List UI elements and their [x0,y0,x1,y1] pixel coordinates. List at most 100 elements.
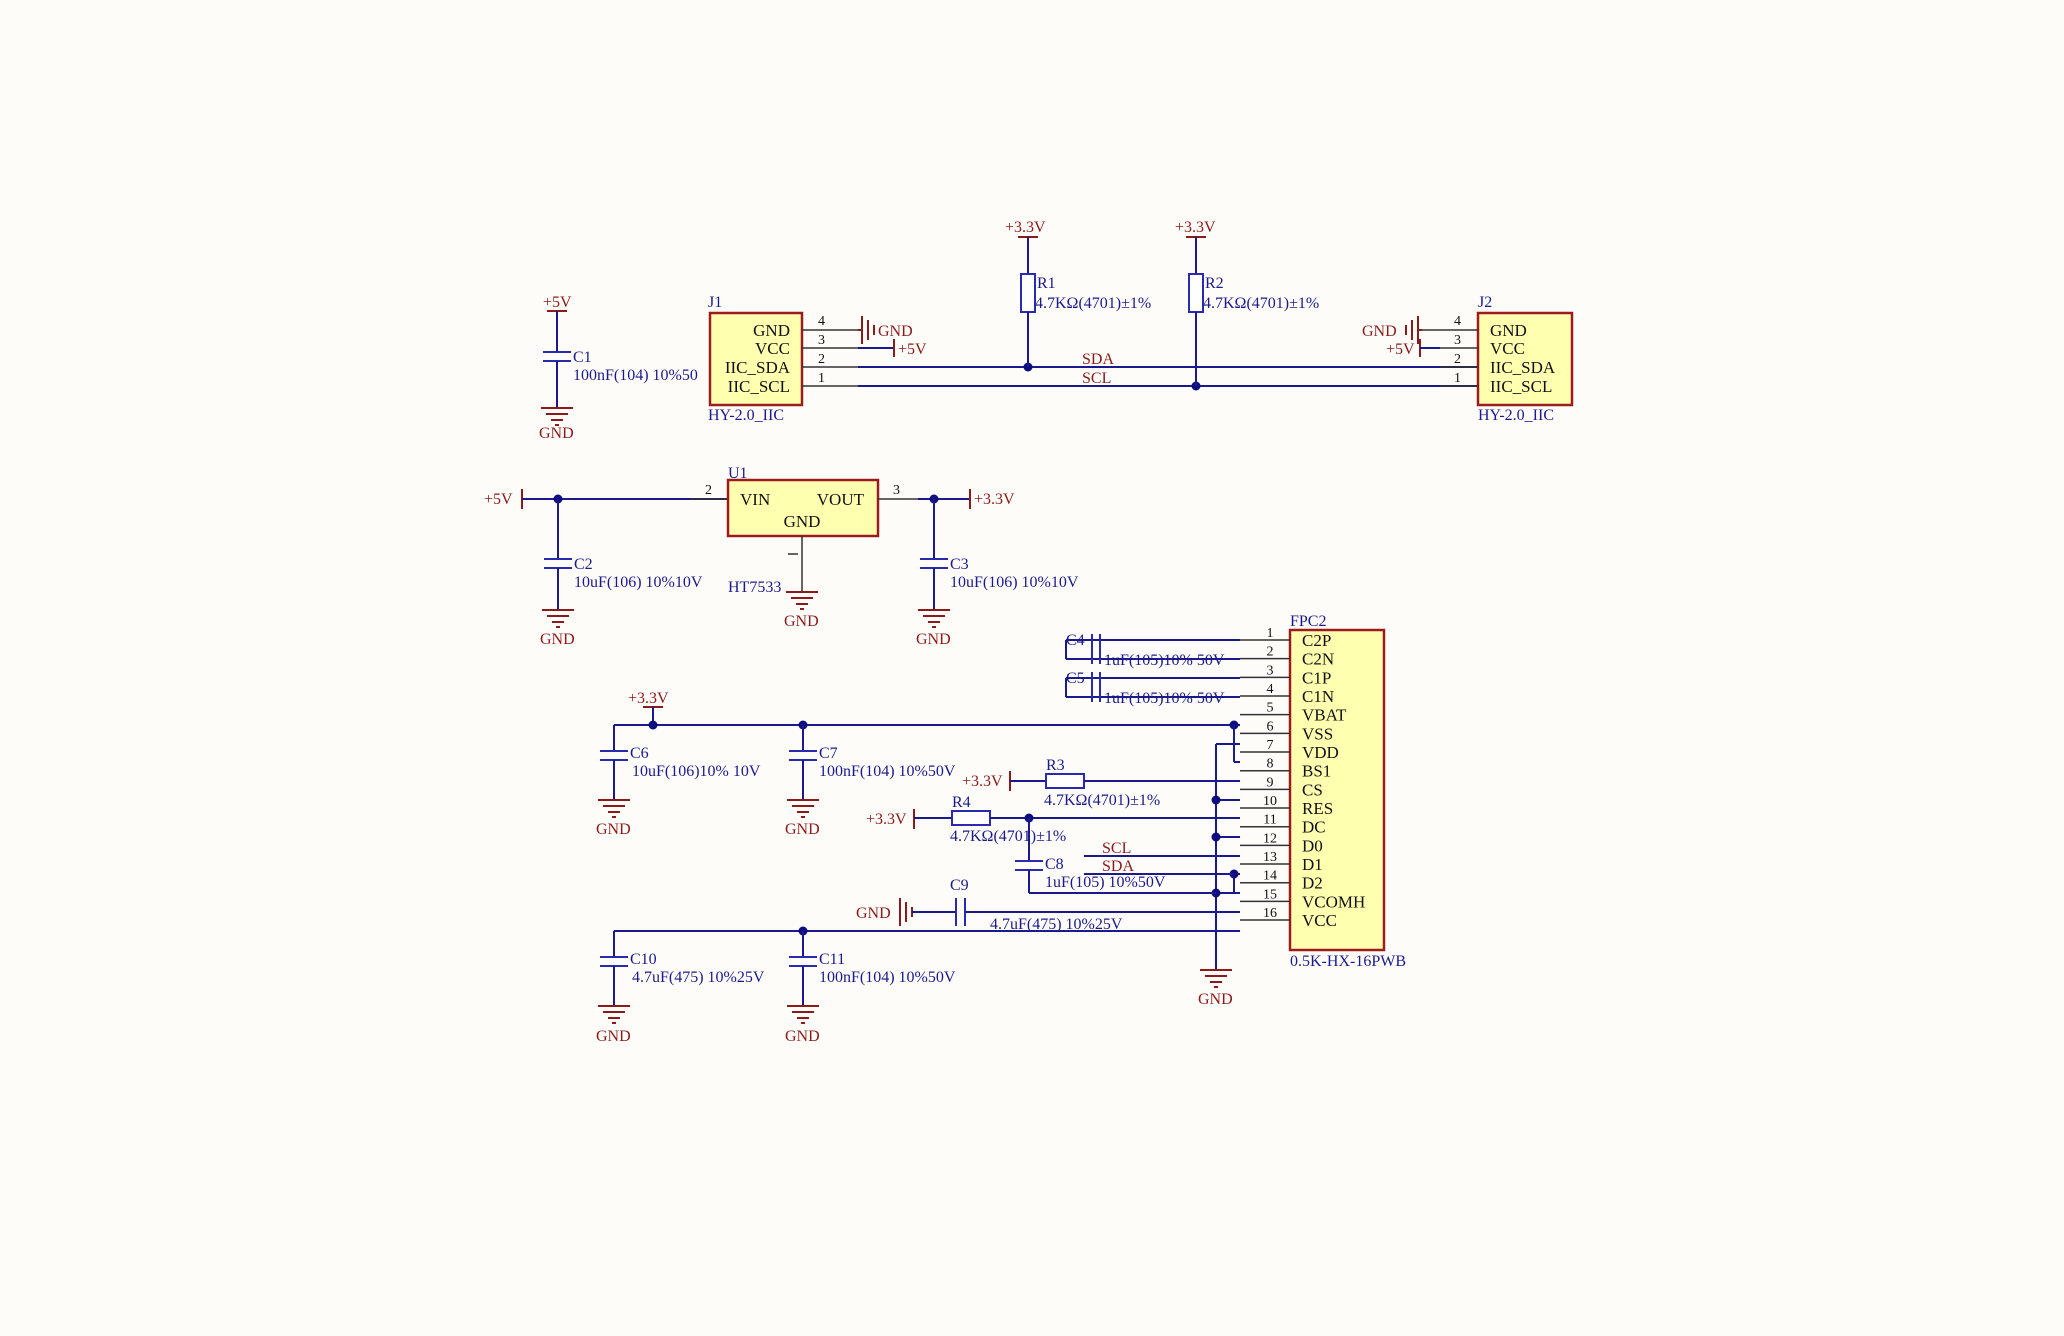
c10-gnd-label: GND [596,1028,631,1045]
capacitor-c3: GND C3 10uF(106) 10%10V [916,499,1079,648]
c11-gnd-label: GND [785,1028,820,1045]
fpc2-ref: FPC2 [1290,613,1326,630]
connector-j1: J1 GND VCC IIC_SDA IIC_SCL 4 3 2 1 HY-2.… [708,294,927,424]
j2-pin-gnd: GND [1490,321,1527,340]
j1-5v-label: +5V [898,341,927,358]
fpc2-pin-num: 9 [1267,775,1274,790]
c10-ref: C10 [630,951,657,968]
r3-3v3-label: +3.3V [962,773,1003,790]
j2-pin-num-3: 3 [1454,333,1461,348]
c7-ref: C7 [819,745,838,762]
r4-3v3-label: +3.3V [866,811,907,828]
j1-pin-scl: IIC_SCL [728,377,790,396]
u1-pin-vout: VOUT [817,490,865,509]
c2-value: 10uF(106) 10%10V [574,574,703,591]
fpc2-pin-name: D2 [1302,874,1323,893]
r1-3v3-label: +3.3V [1005,219,1046,236]
power-label-gnd: GND [539,425,574,442]
fpc2-pin-name: VDD [1302,743,1339,762]
fpc2-pin-name: D0 [1302,836,1323,855]
fpc2-pin-name: VSS [1302,724,1333,743]
ground-bus: GND [1198,743,1240,1008]
j1-pin-sda: IIC_SDA [725,358,791,377]
ground-symbol [786,591,818,610]
fpc2-pin-num: 16 [1263,906,1277,921]
r3-value: 4.7KΩ(4701)±1% [1044,792,1160,809]
fpc2-pin-name: VCC [1302,911,1337,930]
capacitor-c5: C5 1uF(105)10% 50V [1065,670,1240,707]
fpc2-pin-num: 5 [1267,701,1274,716]
c2-ref: C2 [574,556,593,573]
r2-ref: R2 [1205,275,1224,292]
c9-ref: C9 [950,877,969,894]
u1-pin-vin: VIN [740,490,770,509]
c10-value: 4.7uF(475) 10%25V [632,969,765,986]
c6-value: 10uF(106)10% 10V [632,763,761,780]
j2-gnd-label: GND [1362,323,1397,340]
capacitor-c11: GND C11 100nF(104) 10%50V [785,931,956,1045]
capacitor-c9: GND C9 4.7uF(475) 10%25V [856,877,1240,933]
u1-pin-num-vout: 3 [893,483,900,498]
fpc2-footprint: 0.5K-HX-16PWB [1290,953,1406,970]
j1-pin-vcc: VCC [755,339,790,358]
c11-value: 100nF(104) 10%50V [819,969,956,986]
r1-value: 4.7KΩ(4701)±1% [1035,295,1151,312]
c4-value: 1uF(105)10% 50V [1104,652,1225,669]
r4-value: 4.7KΩ(4701)±1% [950,828,1066,845]
c3-gnd-label: GND [916,631,951,648]
ground-symbol [787,1005,819,1024]
j2-pin-num-4: 4 [1454,314,1461,329]
c4-ref: C4 [1066,632,1085,649]
fpc2-pin-name: DC [1302,818,1326,837]
regulator-u1: +5V 2 U1 VIN VOUT GND 3 +3.3V GND HT7533 [484,465,1015,630]
j2-pin-vcc: VCC [1490,339,1525,358]
capacitor-c8: C8 1uF(105) 10%50V [1015,818,1216,894]
ground-symbol [787,799,819,818]
d1-net-sda: SDA [1102,858,1134,875]
resistor-r1: +3.3V R1 4.7KΩ(4701)±1% [1005,219,1151,367]
c6-ref: C6 [630,745,649,762]
fpc2-pin-num: 13 [1263,850,1277,865]
j2-footprint: HY-2.0_IIC [1478,407,1554,424]
c9-value: 4.7uF(475) 10%25V [990,916,1123,933]
r2-value: 4.7KΩ(4701)±1% [1203,295,1319,312]
resistor-r2: +3.3V R2 4.7KΩ(4701)±1% [1175,219,1319,386]
u1-pin-num-vin: 2 [705,483,712,498]
ground-symbol [918,609,950,628]
u1-pin-gnd: GND [784,512,821,531]
vcc-rail [614,926,1240,936]
ground-symbol [541,407,573,426]
fpc2-pin-num: 3 [1267,663,1274,678]
j1-ref: J1 [708,294,722,311]
u1-3v3-label: +3.3V [974,491,1015,508]
fpc2-pin-name: C1P [1302,668,1331,687]
fpc2-pin-name: RES [1302,799,1333,818]
i2c-bus: SDA SCL [858,351,1478,391]
fpc2-pin-num: 2 [1267,645,1274,660]
j1-footprint: HY-2.0_IIC [708,407,784,424]
c1-value: 100nF(104) 10%50 [573,367,698,384]
resistor-r3: +3.3V R3 4.7KΩ(4701)±1% [962,757,1240,809]
net-label-sda: SDA [1082,351,1114,368]
c7-gnd-label: GND [785,821,820,838]
ground-symbol [542,609,574,628]
u1-gnd-label: GND [784,613,819,630]
fpc2-pin-name: BS1 [1302,762,1331,781]
c3-value: 10uF(106) 10%10V [950,574,1079,591]
j1-gnd-label: GND [878,323,913,340]
j1-pin-num-4: 4 [818,314,825,329]
ground-symbol [598,799,630,818]
fpc2-pin-name: D1 [1302,855,1323,874]
u1-part: HT7533 [728,579,781,596]
j2-pin-sda: IIC_SDA [1490,358,1556,377]
j2-ref: J2 [1478,294,1492,311]
resistor-r4: +3.3V R4 4.7KΩ(4701)±1% [866,794,1240,845]
j2-pin-scl: IIC_SCL [1490,377,1552,396]
fpc2-pin-num: 11 [1263,813,1276,828]
c8-value: 1uF(105) 10%50V [1045,874,1166,891]
r4-ref: R4 [952,794,971,811]
u1-5v-label: +5V [484,491,513,508]
c1-ref: C1 [573,349,592,366]
